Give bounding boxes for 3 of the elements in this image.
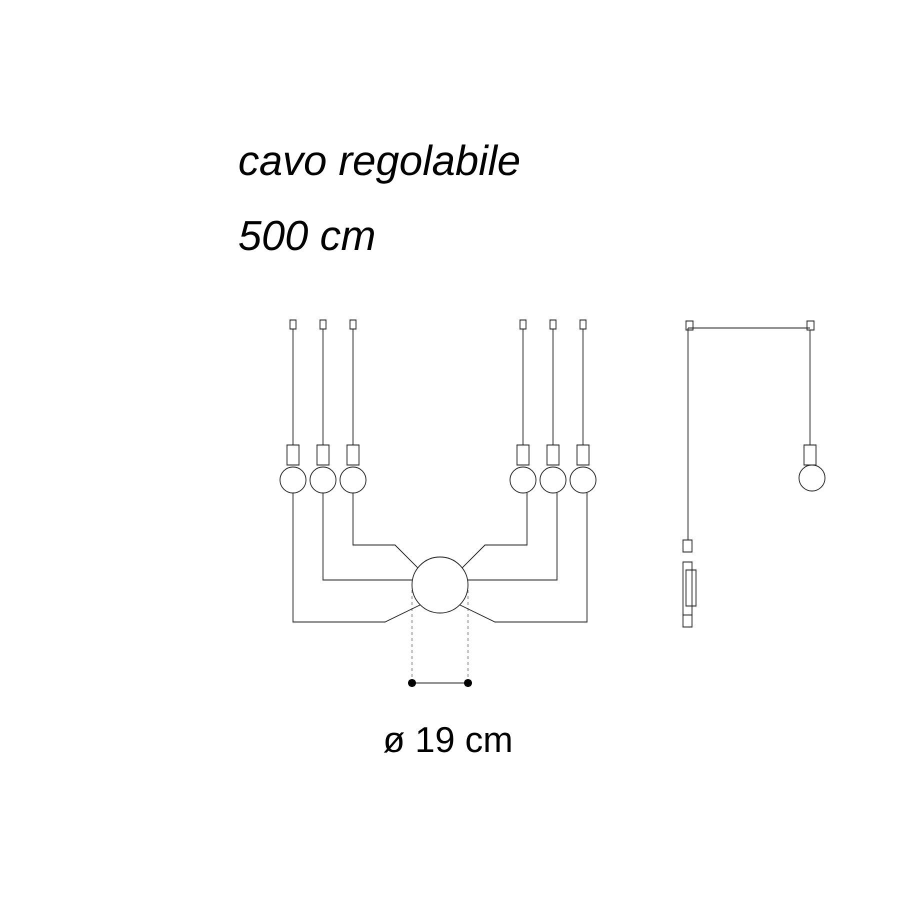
note-text: 500 cm [239, 220, 374, 250]
note-text: cavo regolabile [240, 144, 520, 184]
dimension-label: ø 19 cm [384, 726, 511, 753]
